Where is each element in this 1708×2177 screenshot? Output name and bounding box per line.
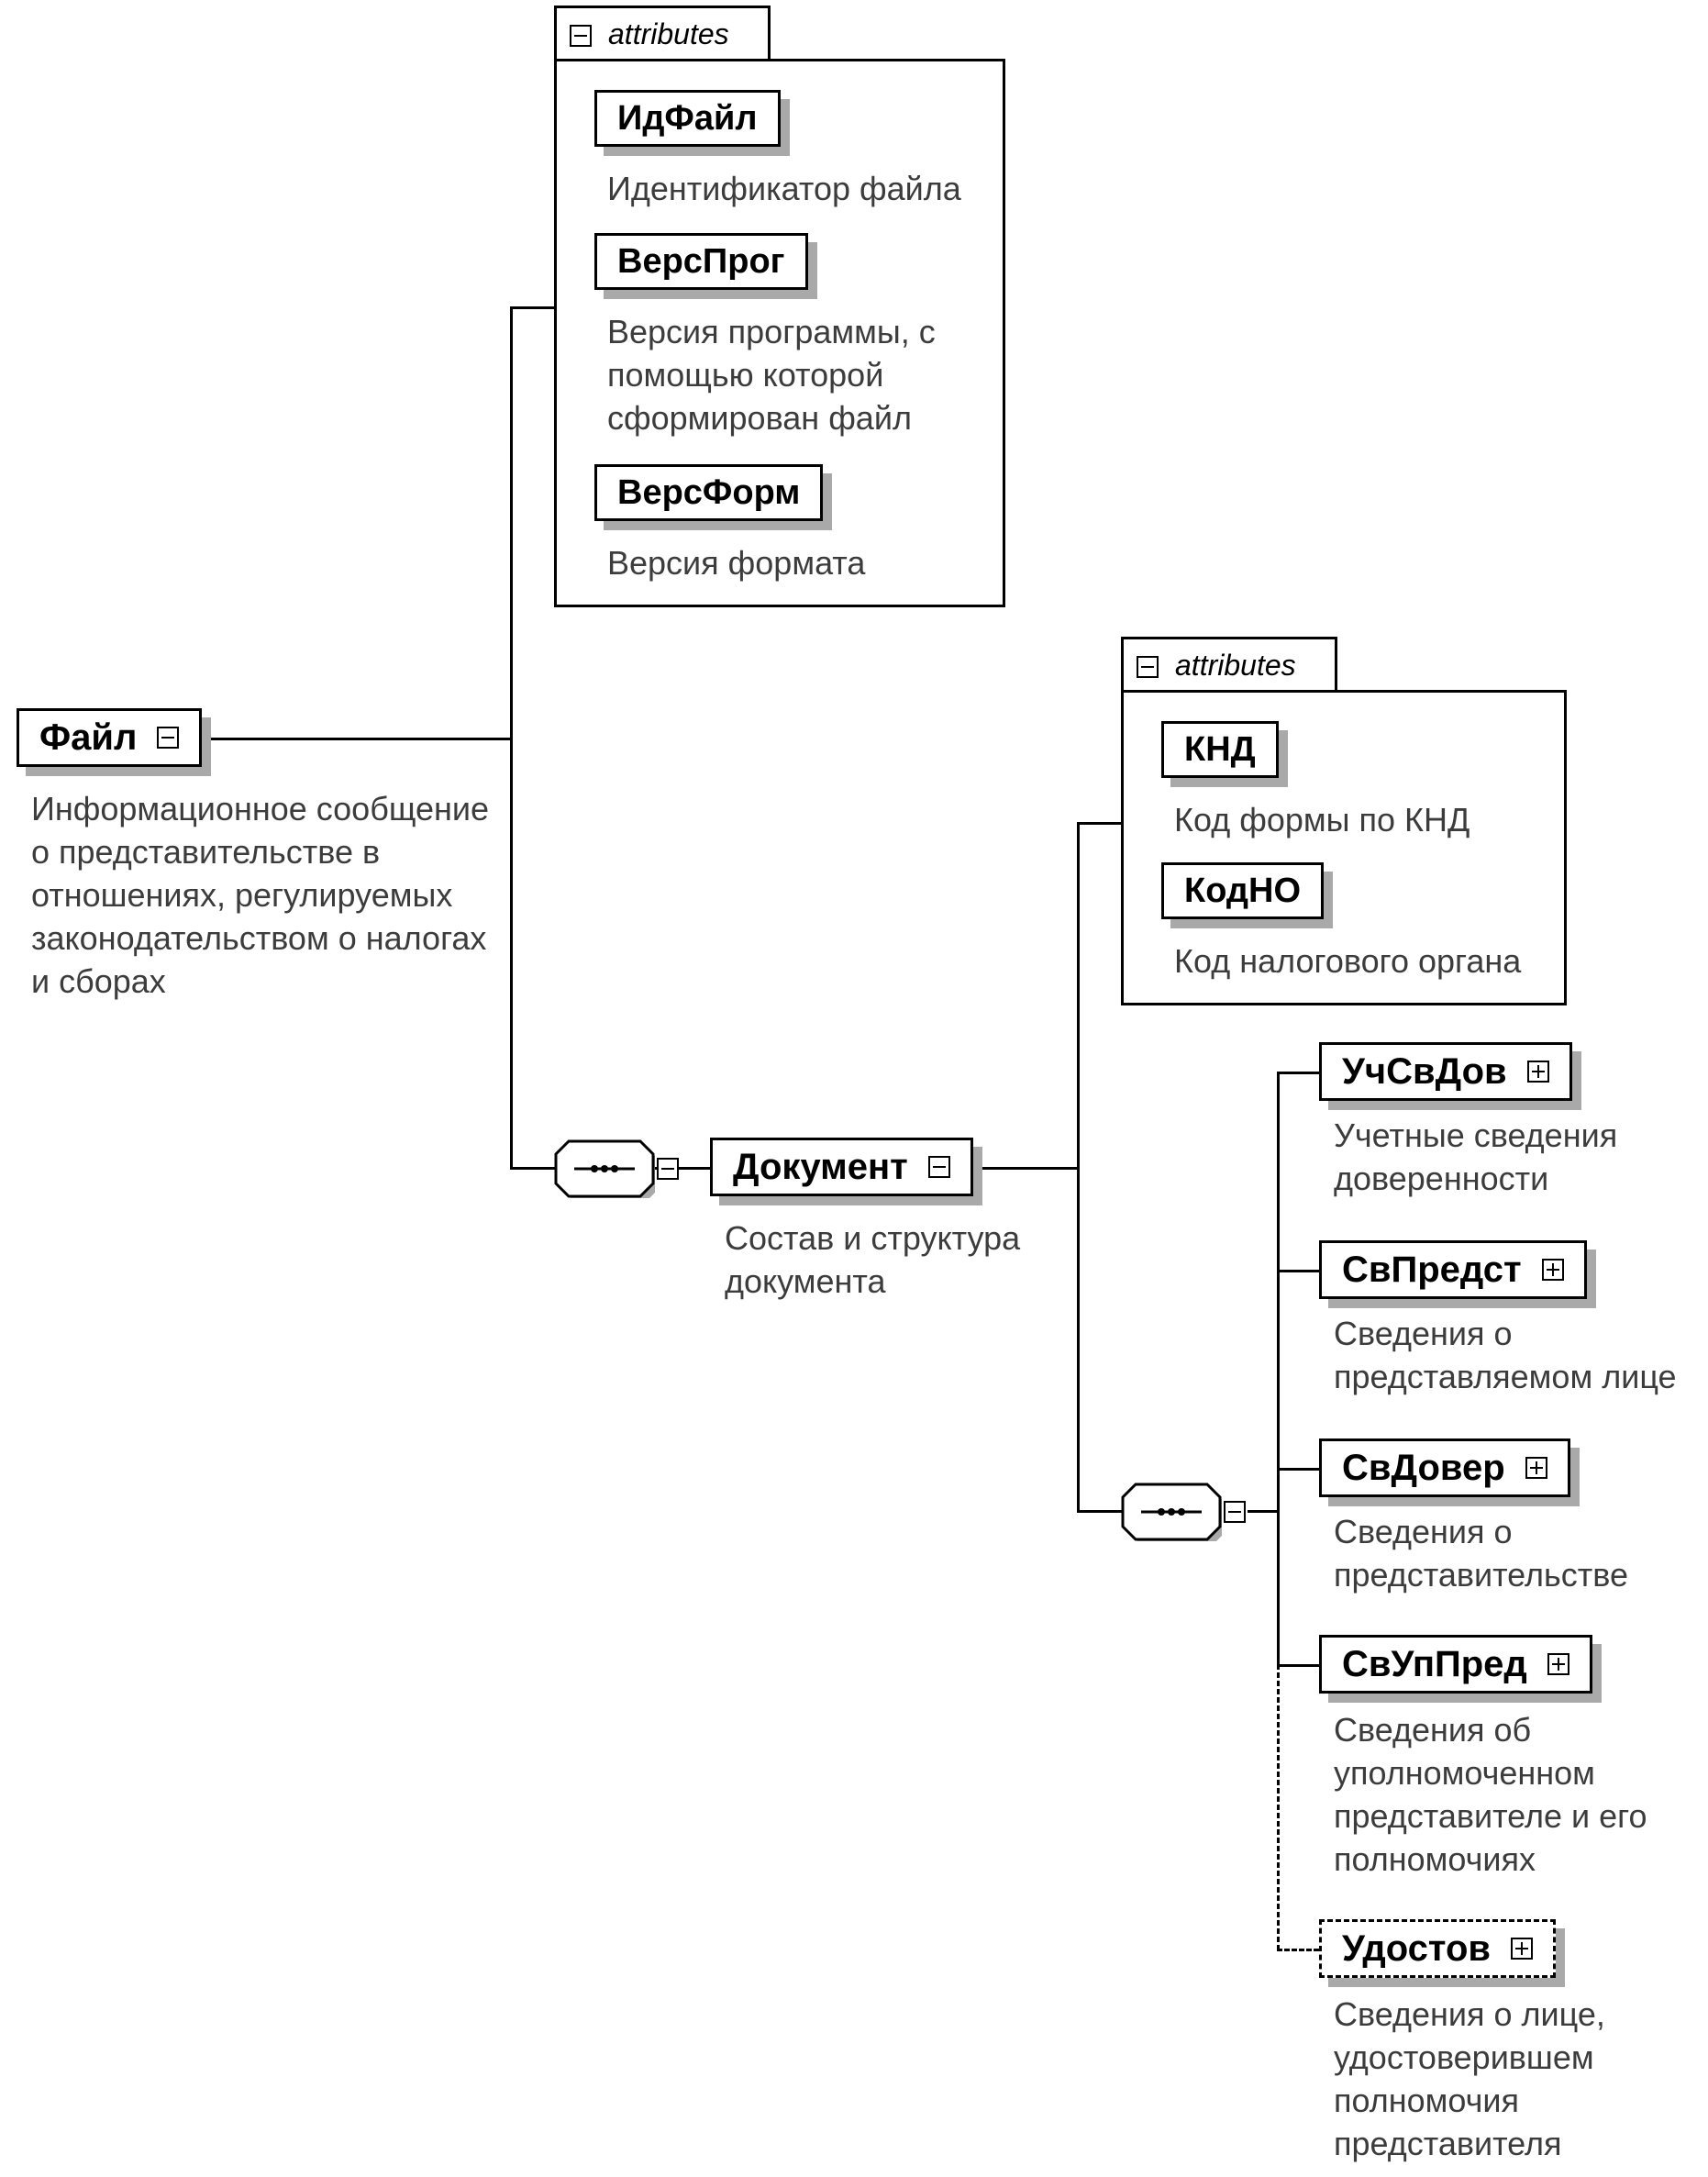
attribute-annotation: Код формы по КНД: [1174, 801, 1470, 839]
sequence-compositor: [1121, 1483, 1246, 1541]
expand-icon[interactable]: [1525, 1457, 1547, 1479]
sequence-icon: [554, 1139, 655, 1198]
element-uch-sv-dov[interactable]: УчСвДов: [1319, 1042, 1572, 1101]
connector: [959, 1167, 1079, 1170]
connector: [1277, 1270, 1321, 1272]
sequence-icon: [1121, 1483, 1222, 1541]
connector: [1077, 1510, 1123, 1513]
connector: [510, 306, 513, 1169]
connector: [510, 306, 556, 309]
element-name: СвДовер: [1342, 1448, 1505, 1488]
element-sv-up-pred[interactable]: СвУпПред: [1319, 1635, 1592, 1694]
element-name: СвПредст: [1342, 1250, 1522, 1290]
collapse-icon[interactable]: [157, 727, 180, 749]
attribute-annotation: Версия программы, с помощью которой сфор…: [607, 313, 936, 437]
element-name: Файл: [39, 717, 138, 758]
attribute-vers-form[interactable]: ВерсФорм: [594, 464, 824, 521]
attribute-vers-prog[interactable]: ВерсПрог: [594, 233, 808, 290]
element-file[interactable]: Файл: [17, 708, 203, 767]
attribute-annotation: Версия формата: [607, 544, 866, 582]
attributes-tab[interactable]: attributes: [1121, 637, 1337, 692]
element-annotation: Учетные сведения доверенности: [1334, 1116, 1618, 1197]
element-sv-dover[interactable]: СвДовер: [1319, 1438, 1570, 1497]
connector-optional: [1277, 1664, 1280, 1950]
expand-icon[interactable]: [1547, 1653, 1569, 1675]
connector: [194, 738, 512, 740]
connector: [1077, 822, 1123, 825]
expand-icon[interactable]: [1511, 1938, 1533, 1960]
connector: [1077, 822, 1080, 1512]
element-sv-predst[interactable]: СвПредст: [1319, 1240, 1587, 1299]
connector: [655, 1167, 712, 1170]
expand-icon[interactable]: [1541, 1259, 1564, 1281]
attribute-knd[interactable]: КНД: [1161, 721, 1279, 778]
attribute-annotation: Код налогового органа: [1174, 942, 1522, 980]
collapse-icon[interactable]: [927, 1156, 950, 1178]
attributes-label: attributes: [608, 17, 729, 50]
collapse-icon[interactable]: [1137, 656, 1159, 678]
connector: [510, 1167, 556, 1170]
connector: [1277, 1664, 1321, 1667]
attribute-annotation: Идентификатор файла: [607, 170, 961, 207]
element-name: УчСвДов: [1342, 1051, 1507, 1092]
connector: [1248, 1510, 1279, 1513]
element-annotation: Сведения об уполномоченном представителе…: [1334, 1711, 1647, 1878]
element-annotation: Состав и структура документа: [725, 1219, 1021, 1300]
expand-icon[interactable]: [1526, 1061, 1549, 1083]
element-annotation: Информационное сообщение о представитель…: [31, 790, 490, 1000]
element-annotation: Сведения о представляемом лице: [1334, 1315, 1677, 1395]
sequence-compositor: [554, 1139, 679, 1198]
element-name: Документ: [733, 1147, 908, 1187]
collapse-icon[interactable]: [570, 25, 592, 47]
element-name: Удостов: [1342, 1928, 1491, 1969]
element-name: СвУпПред: [1342, 1644, 1527, 1684]
element-annotation: Сведения о представительстве: [1334, 1513, 1628, 1594]
element-document[interactable]: Документ: [710, 1138, 973, 1196]
collapse-icon[interactable]: [657, 1158, 679, 1180]
collapse-icon[interactable]: [1224, 1501, 1246, 1523]
attribute-kod-no[interactable]: КодНО: [1161, 862, 1325, 919]
element-udostov[interactable]: Удостов: [1319, 1919, 1556, 1978]
connector: [1277, 1468, 1321, 1471]
attributes-label: attributes: [1175, 649, 1296, 682]
element-annotation: Сведения о лице, удостоверившем полномоч…: [1334, 1995, 1605, 2162]
connector: [1277, 1072, 1321, 1074]
connector-optional: [1277, 1949, 1319, 1951]
attribute-id-file[interactable]: ИдФайл: [594, 90, 781, 147]
connector: [1277, 1072, 1280, 1664]
attributes-tab[interactable]: attributes: [554, 6, 771, 61]
